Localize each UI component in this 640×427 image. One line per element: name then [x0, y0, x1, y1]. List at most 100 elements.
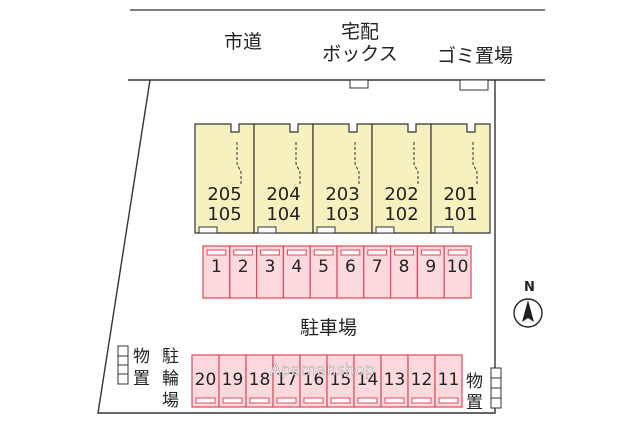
parking-stop-mark: [206, 249, 227, 256]
north-arrow-icon: [522, 300, 534, 322]
unit-lower-number: 105: [207, 204, 241, 225]
parking-space-number: 20: [195, 370, 217, 390]
parking-space-15: 15: [326, 354, 355, 408]
unit-lower-number: 101: [443, 204, 477, 225]
parking-stop-mark: [276, 397, 297, 404]
parking-stop-mark: [420, 249, 441, 256]
parking-space-13: 13: [380, 354, 409, 408]
parking-space-number: 1: [211, 257, 222, 277]
parking-space-number: 9: [425, 257, 436, 277]
parking-stop-mark: [447, 249, 468, 256]
parking-stop-mark: [411, 397, 432, 404]
parking-space-number: 17: [276, 370, 298, 390]
unit-lower-number: 103: [325, 204, 359, 225]
parking-space-16: 16: [299, 354, 328, 408]
unit-entrance: [257, 226, 277, 234]
parking-space-number: 14: [357, 370, 379, 390]
unit-stair-dashed: [472, 142, 478, 184]
watermark-text: Apamanshop: [270, 360, 375, 379]
parking-space-number: 15: [330, 370, 352, 390]
unit-entrance: [316, 226, 336, 234]
unit-upper-number: 203: [325, 184, 359, 205]
parking-space-number: 10: [447, 257, 469, 277]
parking-stop-mark: [233, 249, 254, 256]
unit-upper-number: 205: [207, 184, 241, 205]
storage-left-label-1: 物: [133, 347, 150, 367]
parking-space-2: 2: [229, 245, 258, 299]
storage-left: 物 置: [117, 345, 150, 389]
parking-space-9: 9: [416, 245, 445, 299]
parking-space-number: 7: [372, 257, 383, 277]
parking-space-number: 3: [265, 257, 276, 277]
unit-stair-dashed: [413, 142, 419, 184]
bike-parking: 駐 輪 場: [162, 347, 179, 411]
parking-stop-mark: [222, 397, 243, 404]
parcel-box-label-line1: 宅配: [341, 21, 379, 43]
parking-space-5: 5: [309, 245, 338, 299]
unit-upper-number: 204: [266, 184, 300, 205]
unit-upper-number: 202: [384, 184, 418, 205]
unit-stair-dashed: [354, 142, 360, 184]
parking-space-12: 12: [407, 354, 436, 408]
parking-stop-mark: [394, 249, 414, 256]
parking-space-19: 19: [218, 354, 247, 408]
unit-stair-dashed: [236, 142, 242, 184]
parking-space-number: 4: [291, 257, 302, 277]
parking-stop-mark: [438, 397, 459, 404]
bike-parking-label-1: 駐: [162, 347, 179, 367]
road-label: 市道: [224, 31, 262, 53]
parking-stop-mark: [340, 249, 361, 256]
unit-entrance: [434, 226, 454, 234]
parking-space-11: 11: [434, 354, 463, 408]
storage-left-label-2: 置: [133, 369, 150, 389]
parking-stop-mark: [303, 397, 324, 404]
parking-space-8: 8: [390, 245, 419, 299]
parking-space-17: 17: [272, 354, 301, 408]
parking-stop-mark: [313, 249, 334, 256]
parking-space-number: 16: [303, 370, 325, 390]
parking-space-3: 3: [256, 245, 285, 299]
parking-stop-mark: [357, 397, 378, 404]
garbage-area: [459, 79, 489, 91]
parcel-box-label-line2: ボックス: [322, 43, 397, 65]
parking-stop-mark: [384, 397, 405, 404]
bike-parking-label-3: 場: [162, 391, 179, 411]
unit-upper-number: 201: [443, 184, 477, 205]
parking-space-14: 14: [353, 354, 382, 408]
parking-space-number: 11: [438, 370, 460, 390]
parking-space-number: 2: [238, 257, 249, 277]
north-compass: N: [513, 280, 543, 328]
storage-right: 物 置: [466, 367, 502, 413]
lot-boundary: [97, 79, 496, 414]
parking-space-1: 1: [202, 245, 231, 299]
bike-parking-label-2: 輪: [162, 369, 179, 389]
parking-space-number: 5: [318, 257, 329, 277]
parking-space-number: 12: [411, 370, 433, 390]
storage-right-label-2: 置: [466, 393, 483, 413]
storage-right-label-1: 物: [466, 372, 483, 392]
parking-stop-mark: [260, 249, 280, 256]
unit-lower-number: 104: [266, 204, 300, 225]
parking-stop-mark: [286, 249, 307, 256]
compass-north-label: N: [524, 280, 535, 295]
parking-stop-mark: [330, 397, 351, 404]
parking-space-number: 18: [249, 370, 271, 390]
garbage-area-label: ゴミ置場: [437, 45, 513, 67]
parking-space-6: 6: [336, 245, 365, 299]
parking-label: 駐車場: [300, 317, 357, 339]
parking-stop-mark: [195, 397, 216, 404]
parcel-box: [349, 79, 369, 89]
parking-space-number: 19: [222, 370, 244, 390]
unit-stair-dashed: [295, 142, 301, 184]
parking-space-10: 10: [443, 245, 472, 299]
parking-stop-mark: [367, 249, 388, 256]
parking-stop-mark: [249, 397, 270, 404]
